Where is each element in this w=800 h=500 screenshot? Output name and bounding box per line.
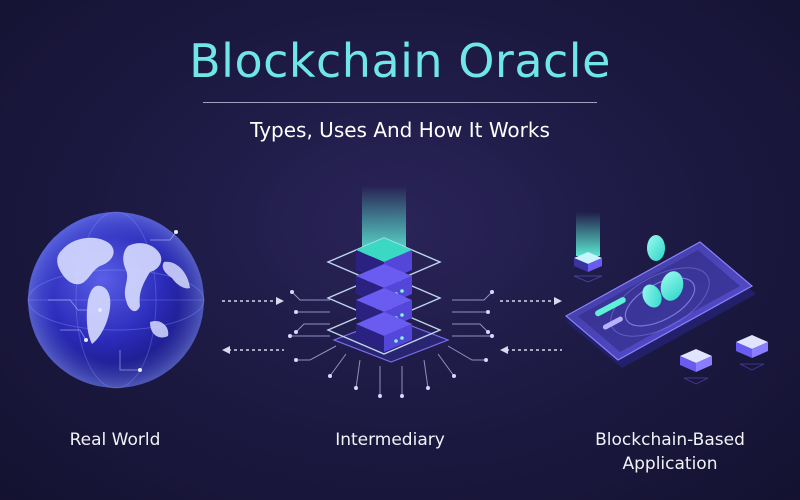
coin-icon (642, 235, 684, 308)
node-label-app: Blockchain-Based Application (595, 430, 745, 474)
page-subtitle: Types, Uses And How It Works (250, 118, 550, 142)
page-title: Blockchain Oracle (189, 34, 611, 88)
node-label-real-world: Real World (69, 430, 161, 450)
server-stack-icon (288, 186, 494, 398)
arrow-to-app (500, 297, 562, 305)
cube-icon (573, 212, 768, 385)
arrow-to-real-world (222, 346, 284, 354)
arrow-to-intermediary (222, 297, 284, 305)
arrow-from-app (500, 346, 562, 354)
title-divider (203, 102, 597, 103)
globe-icon (27, 211, 205, 389)
node-label-intermediary: Intermediary (335, 430, 445, 450)
